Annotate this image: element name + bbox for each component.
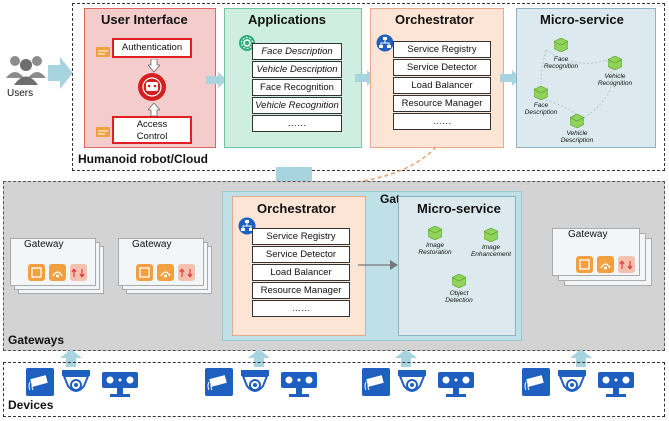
devices-label: Devices (8, 398, 54, 412)
micro-node-label: Face Description (524, 102, 558, 116)
orchestrator-title: Orchestrator (395, 12, 474, 27)
depth-sensor-icon (281, 372, 317, 397)
dome-camera-icon (62, 370, 90, 392)
user-interface-title: User Interface (101, 12, 188, 27)
applications-title: Applications (248, 12, 327, 27)
app-item: …… (252, 115, 342, 132)
cube-icon (569, 113, 585, 133)
camera-icon (205, 368, 233, 396)
access-control-icon (96, 124, 110, 142)
gateway-micro-service-panel (398, 196, 516, 336)
orchestrator-item: Service Registry (393, 41, 491, 58)
app-item: Face Description (252, 43, 342, 60)
device-group (205, 368, 325, 409)
dome-camera-icon (398, 370, 426, 392)
orchestrator-item: Service Detector (252, 246, 350, 263)
app-item: Vehicle Recognition (252, 97, 342, 114)
app-item: Vehicle Description (252, 61, 342, 78)
orchestrator-item: Service Registry (252, 228, 350, 245)
orchestrator-item: Resource Manager (252, 282, 350, 299)
users-arrow (48, 55, 74, 96)
gateway-stack-right: Gateway (552, 228, 656, 288)
network-icon (238, 217, 256, 240)
micro-node-label: Image Restoration (418, 242, 452, 256)
flow-arrow (500, 70, 522, 91)
orchestrator-item: …… (393, 113, 491, 130)
users-label: Users (7, 88, 34, 99)
users-icon (4, 54, 48, 86)
gateway-service-icons (28, 264, 88, 287)
orchestrator-item: Resource Manager (393, 95, 491, 112)
authentication-box: Authentication (112, 38, 192, 58)
gateway-card-label: Gateway (24, 239, 64, 250)
app-item: Face Recognition (252, 79, 342, 96)
device-group (362, 368, 482, 409)
gateway-stack-left-2: Gateway (118, 238, 214, 296)
micro-service-panel (516, 8, 656, 148)
depth-sensor-icon (438, 372, 474, 397)
device-uplink-arrow (570, 349, 592, 372)
micro-service-graph (540, 49, 613, 121)
cube-icon (553, 37, 569, 57)
micro-node-label: Image Enhancement (470, 244, 512, 258)
depth-sensor-icon (598, 372, 634, 397)
network-icon (376, 34, 394, 57)
flow-arrow (206, 72, 228, 93)
device-uplink-arrow (395, 349, 417, 372)
cloud-to-gateway-arrow (276, 167, 312, 190)
gateway-orchestrator-title: Orchestrator (257, 201, 336, 216)
access-control-box: Access Control (112, 116, 192, 144)
cloud-container (72, 3, 665, 171)
dome-camera-icon (558, 370, 586, 392)
orchestrator-item: Load Balancer (252, 264, 350, 281)
micro-service-title: Micro-service (540, 12, 624, 27)
micro-node-label: Object Detection (445, 290, 473, 304)
device-group (522, 368, 642, 409)
device-uplink-arrow (60, 349, 82, 372)
up-arrow-icon (147, 102, 161, 122)
device-uplink-arrow (248, 349, 270, 372)
gateway-card-label: Gateway (568, 229, 608, 240)
cloud-label: Humanoid robot/Cloud (78, 152, 208, 166)
micro-node-label: Vehicle Recognition (597, 73, 633, 87)
authentication-icon (96, 44, 110, 62)
depth-sensor-icon (102, 372, 138, 397)
micro-node-label: Face Recognition (543, 56, 579, 70)
micro-node-label: Vehicle Description (560, 130, 594, 144)
gateway-micro-service-title: Micro-service (417, 201, 501, 216)
camera-icon (522, 368, 550, 396)
gateways-label: Gateways (8, 333, 65, 347)
gateway-stack-left-1: Gateway (10, 238, 106, 296)
camera-icon (26, 368, 54, 396)
camera-icon (362, 368, 390, 396)
devices-container (3, 362, 665, 417)
orchestrator-item: …… (252, 300, 350, 317)
dome-camera-icon (241, 370, 269, 392)
orchestrator-item: Service Detector (393, 59, 491, 76)
down-arrow-icon (147, 58, 161, 78)
device-group (26, 368, 146, 409)
gateway-card-label: Gateway (132, 239, 172, 250)
gateway-service-icons (576, 256, 636, 279)
robot-icon (134, 72, 170, 107)
flow-arrow (358, 258, 398, 277)
gateway-service-icons (136, 264, 196, 287)
cube-icon (427, 225, 443, 245)
orchestrator-item: Load Balancer (393, 77, 491, 94)
